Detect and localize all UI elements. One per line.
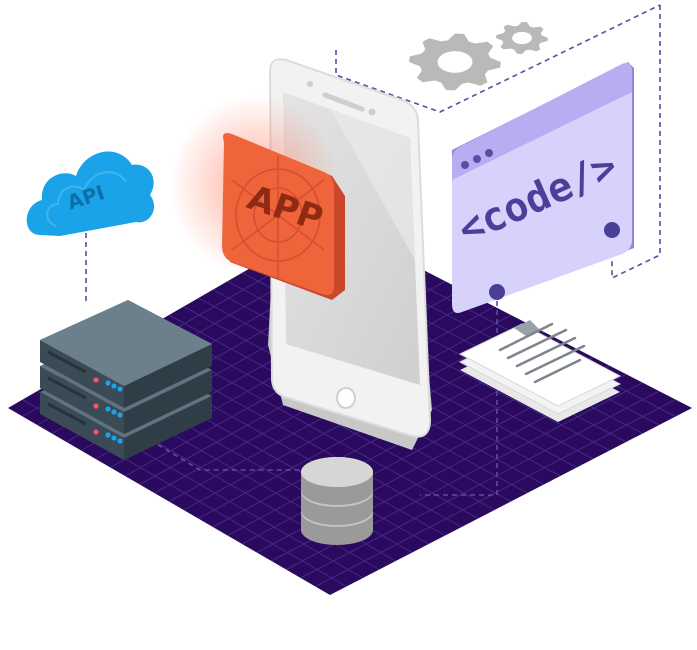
server-rack-icon [40,300,212,460]
document-stack-icon [458,320,622,422]
database-icon [301,457,373,545]
app-badge-icon: APP [170,95,345,300]
cloud-icon: API [26,151,155,236]
code-window-icon: <code/> [451,62,634,313]
gear-icon [409,21,548,91]
